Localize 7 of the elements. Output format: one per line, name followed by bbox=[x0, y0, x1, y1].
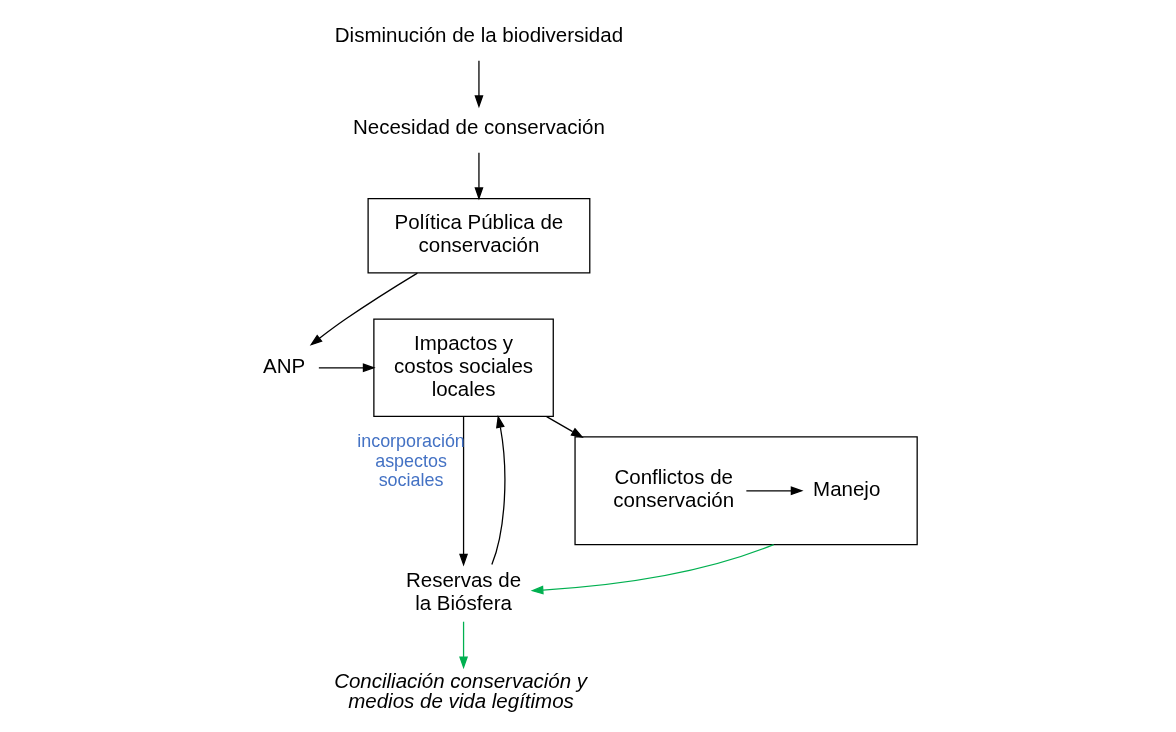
node-text: Disminución de la biodiversidad bbox=[334, 22, 623, 46]
node-text: Conciliación conservación y medios de vida legítimos bbox=[333, 668, 587, 712]
node-text: Necesidad de conservación bbox=[352, 114, 605, 138]
node-text: Conflictos de conservación bbox=[612, 464, 734, 511]
node-text: Manejo bbox=[812, 476, 880, 500]
node-text: ANP bbox=[262, 353, 305, 377]
node-text: Reservas de la Biósfera bbox=[405, 567, 521, 614]
